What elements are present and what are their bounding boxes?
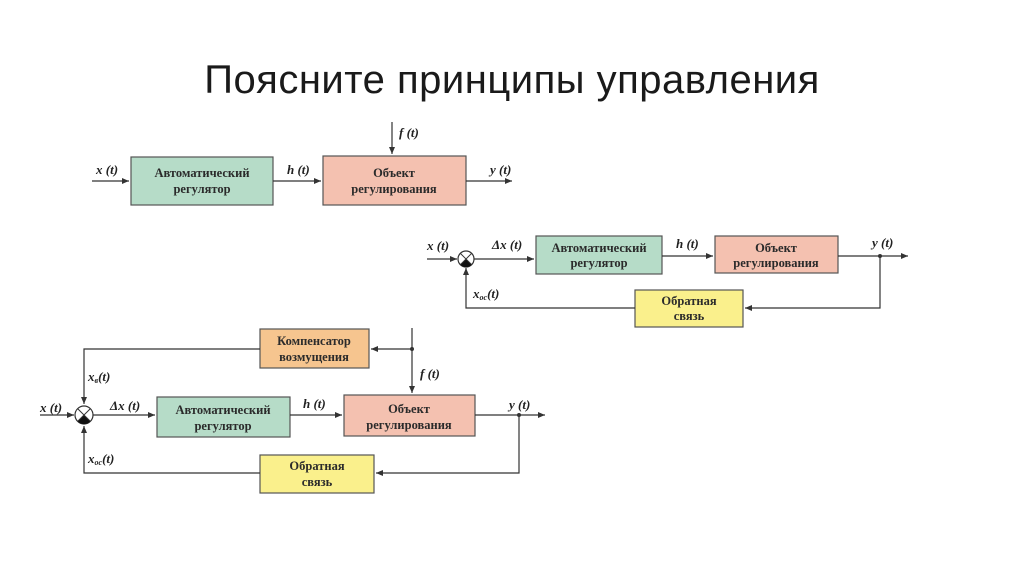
regulator-label-line2: регулятор [173,182,230,196]
feedback-label-line1: Обратная [289,459,344,473]
disturbance-signal-label: f (t) [420,366,440,381]
summing-junction-icon [457,250,475,268]
feedback-signal-label: xос(t) [472,286,499,302]
control-signal-label: h (t) [287,162,310,177]
feedback-wire-in [376,415,520,476]
error-signal-label: Δx (t) [491,237,522,252]
input-signal-label: x (t) [95,162,118,177]
feedback-label-line1: Обратная [661,294,716,308]
regulator-block [535,235,663,275]
compensator-signal-label: xв(t) [87,369,110,385]
error-signal-label: Δx (t) [109,398,140,413]
object-block [343,394,476,437]
summing-junction-icon [74,405,94,425]
compensator-label-line2: возмущения [279,350,349,364]
regulator-block [156,396,291,438]
compensator-output-wire [81,348,260,404]
feedback-label-line2: связь [302,475,333,489]
feedback-wire-out [463,268,635,309]
feedback-wire-in [745,256,881,311]
object-label-line1: Объект [388,402,430,416]
object-block [322,155,467,206]
combined-diagram: x (t) Δx (t) Автоматический регулятор h … [39,328,545,494]
regulator-label-line1: Автоматический [175,403,270,417]
object-label-line2: регулирования [366,418,452,432]
regulator-label-line1: Автоматический [154,166,249,180]
output-signal-label: y (t) [507,397,530,412]
input-signal-label: x (t) [39,400,62,415]
control-signal-label: h (t) [303,396,326,411]
regulator-label-line2: регулятор [194,419,251,433]
regulator-label-line2: регулятор [570,256,627,270]
output-signal-label: y (t) [488,162,511,177]
feedback-wire-out [81,426,260,474]
disturbance-signal-label: f (t) [399,125,419,140]
feedback-label-line2: связь [674,309,705,323]
input-signal-label: x (t) [426,238,449,253]
object-label-line2: регулирования [733,256,819,270]
compensator-label-line1: Компенсатор [277,334,351,348]
closed-loop-diagram: x (t) Δx (t) Автоматический регулятор h … [426,235,908,328]
object-label-line1: Объект [755,241,797,255]
control-signal-label: h (t) [676,236,699,251]
object-label-line2: регулирования [351,182,437,196]
feedback-signal-label: xос(t) [87,451,114,467]
regulator-label-line1: Автоматический [551,241,646,255]
slide-title: Поясните принципы управления [204,58,820,102]
output-signal-label: y (t) [870,235,893,250]
object-label-line1: Объект [373,166,415,180]
object-block [714,235,839,274]
feedback-block [259,454,375,494]
open-loop-diagram: x (t) Автоматический регулятор h (t) f (… [92,122,512,206]
regulator-block [130,156,274,206]
